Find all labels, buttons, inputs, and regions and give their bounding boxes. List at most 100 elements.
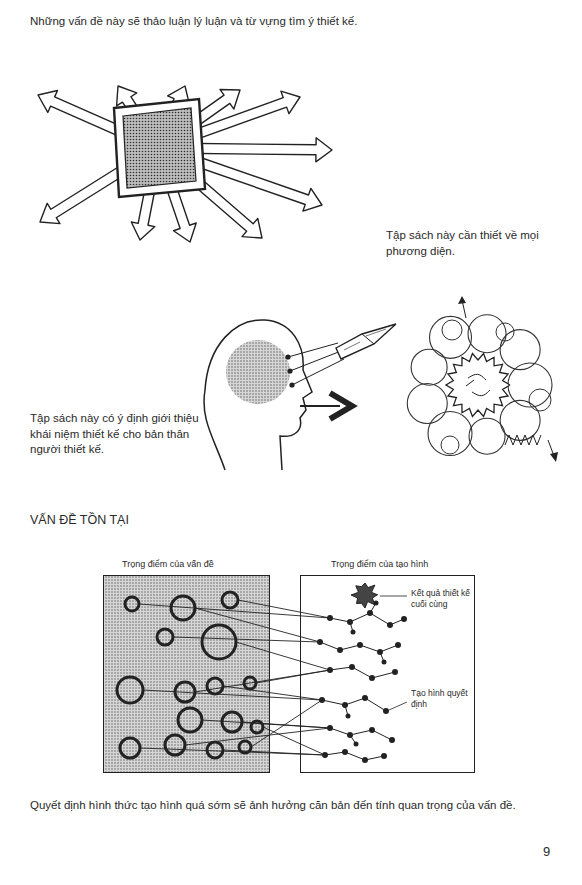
form-dot <box>381 753 387 759</box>
idea-circle <box>430 316 472 358</box>
form-branch <box>325 752 384 760</box>
form-dot <box>337 647 343 653</box>
mapping-line <box>173 637 320 642</box>
zigzag-spring <box>505 435 541 445</box>
thought-line <box>292 359 344 385</box>
form-dot <box>317 639 323 645</box>
form-branch <box>320 642 398 652</box>
form-dot <box>392 669 398 675</box>
mapping-line <box>251 700 322 747</box>
form-dot <box>357 642 363 648</box>
box-heading: Trọng điểm của tạo hình <box>331 559 428 569</box>
motion-arrow-head <box>550 452 558 462</box>
chevron <box>330 393 352 419</box>
form-branch <box>330 728 392 740</box>
idea-circle <box>508 363 552 407</box>
page-line <box>366 329 386 336</box>
problem-circle <box>117 677 143 703</box>
form-dot <box>349 664 355 670</box>
mapping-line <box>223 686 322 700</box>
head-silhouette <box>204 320 312 470</box>
form-dot <box>322 752 328 758</box>
mapping-line <box>242 722 330 728</box>
idea-circle-small <box>496 323 514 341</box>
idea-circle <box>500 330 540 370</box>
idea-line <box>300 405 340 407</box>
form-dot <box>327 725 333 731</box>
open-book <box>336 324 396 359</box>
problem-circle <box>165 735 185 755</box>
problem-circle <box>175 682 195 702</box>
problem-circle <box>171 596 195 620</box>
page-line <box>344 342 360 350</box>
final-result-blob <box>351 583 378 608</box>
mapping-line <box>263 727 325 755</box>
brain-area <box>226 340 290 404</box>
idea-circle <box>411 349 447 385</box>
form-dot <box>351 630 356 635</box>
spiky-core <box>446 353 510 416</box>
problem-circle <box>222 712 242 732</box>
problem-circle <box>202 625 236 659</box>
form-branch <box>330 613 404 625</box>
mapping-line <box>238 600 330 618</box>
callout-text: Tạo hình quyết định <box>411 688 473 711</box>
callout-text: Kết quả thiết kế cuối cùng <box>411 588 473 611</box>
form-dot <box>342 749 348 755</box>
problem-circle <box>125 597 139 611</box>
form-dot <box>382 660 387 665</box>
leader-line <box>380 596 407 597</box>
form-dot <box>387 622 393 628</box>
form-branch <box>322 698 386 711</box>
problem-field <box>103 575 270 773</box>
problem-circle <box>120 738 140 758</box>
idea-circle <box>500 400 540 440</box>
form-dot <box>362 695 368 701</box>
form-box: Trọng điểm của tạo hình <box>300 575 475 773</box>
motion-arrow-head <box>458 296 466 304</box>
problem-circle <box>178 708 202 732</box>
idea-circle-small <box>442 320 462 340</box>
core-squiggle <box>466 380 474 386</box>
note-text: Tập sách này cần thiết về mọi phương diệ… <box>386 228 546 259</box>
form-dot <box>319 697 325 703</box>
problem-circle <box>207 678 223 694</box>
idea-circle-small <box>529 389 551 411</box>
form-dot <box>346 714 351 719</box>
mapping-line <box>256 670 330 683</box>
form-field <box>300 575 475 773</box>
idea-circle <box>428 411 472 455</box>
problem-circle <box>157 629 173 645</box>
mapping-line <box>195 670 330 692</box>
book-cover <box>114 99 205 197</box>
form-dot <box>401 616 407 622</box>
idea-circle-small <box>441 436 459 454</box>
form-dot <box>369 727 375 733</box>
form-dot <box>395 642 401 648</box>
form-dot <box>354 742 359 747</box>
caption: Quyết định hình thức tạo hình quá sớm sẽ… <box>30 798 555 814</box>
mapping-line <box>236 642 330 670</box>
problem-circle <box>251 721 263 733</box>
section-heading: VẤN ĐỀ TỒN TẠI <box>30 512 330 529</box>
page-number: 9 <box>543 843 563 861</box>
form-branch <box>330 667 395 678</box>
mapping-line <box>143 690 322 700</box>
idea-circle <box>407 383 447 423</box>
core-squiggle <box>472 390 490 396</box>
form-dot <box>383 708 389 714</box>
form-dot <box>369 675 375 681</box>
problem-box: Trọng điểm của vấn đề <box>103 575 270 773</box>
problem-circle <box>244 677 256 689</box>
note-text: Tập sách này có ý định giới thiệu khái n… <box>30 411 202 458</box>
problem-circle <box>239 741 251 753</box>
intro-sentence: Những vấn đề này sẽ thảo luận lý luận và… <box>30 14 550 30</box>
problem-circle <box>222 592 238 608</box>
form-dot <box>327 667 333 673</box>
mapping-line <box>223 750 325 755</box>
problem-circle <box>207 742 223 758</box>
form-dot <box>327 615 333 621</box>
box-heading: Trọng điểm của vấn đề <box>122 559 214 569</box>
